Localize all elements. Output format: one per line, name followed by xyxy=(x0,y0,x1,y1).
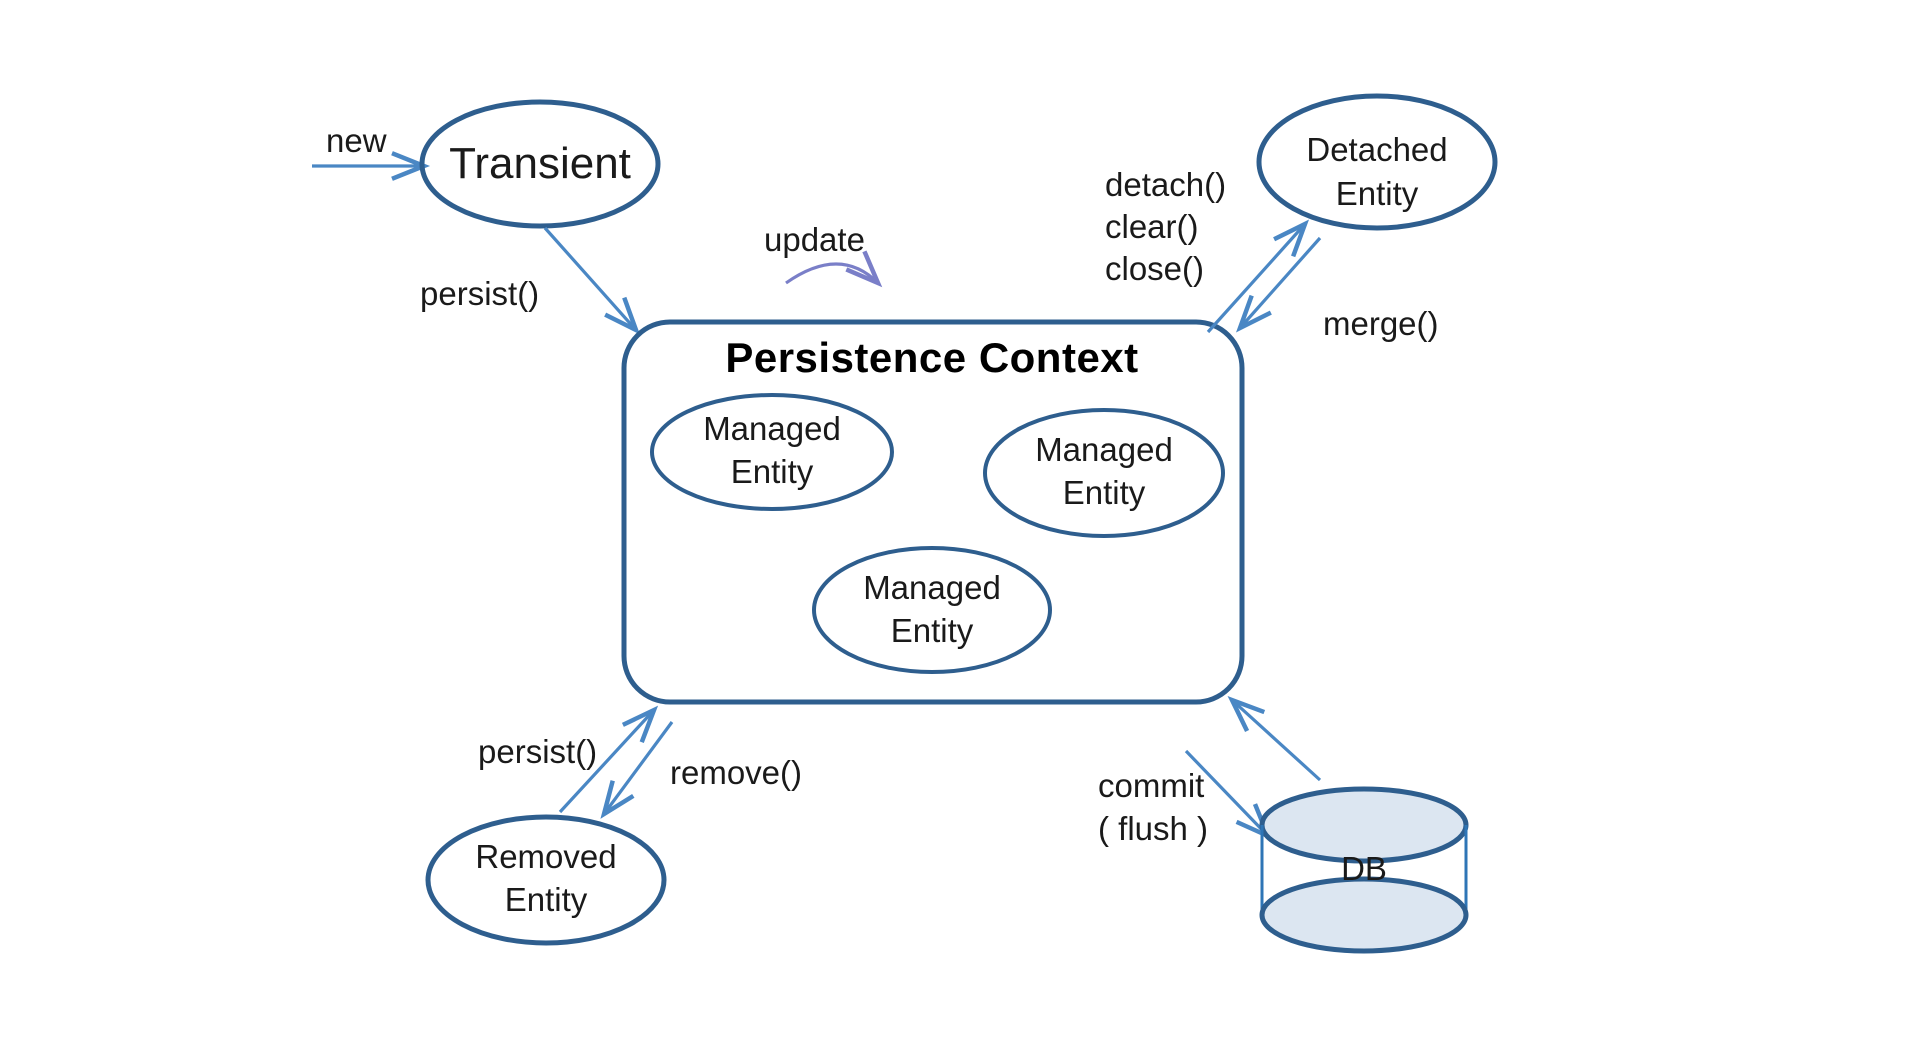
node-persistence-context[interactable] xyxy=(621,319,1245,705)
edge-persist-removed xyxy=(558,705,659,814)
node-label-detached-line1: Detached xyxy=(1306,131,1447,168)
node-label-managed2-line1: Managed xyxy=(1035,431,1173,468)
node-label-removed-line1: Removed xyxy=(475,838,616,875)
node-transient[interactable] xyxy=(419,99,661,229)
node-label-managed3-line1: Managed xyxy=(863,569,1001,606)
node-label-managed3-line2: Entity xyxy=(891,612,974,649)
edge-commit-flush-down xyxy=(1184,749,1273,841)
edge-persist-transient xyxy=(543,226,641,335)
edge-label-persist-transient: persist() xyxy=(420,275,539,312)
edge-label-flush: ( flush ) xyxy=(1098,810,1208,847)
edge-label-remove: remove() xyxy=(670,754,802,791)
edge-db-to-context xyxy=(1227,695,1322,782)
node-label-removed-line2: Entity xyxy=(505,881,588,918)
edge-label-clear: clear() xyxy=(1105,208,1199,245)
edge-label-persist-removed: persist() xyxy=(478,733,597,770)
node-removed-entity[interactable] xyxy=(425,814,667,946)
node-label-transient: Transient xyxy=(449,139,631,188)
node-detached-entity[interactable] xyxy=(1256,93,1498,231)
edge-detach-clear-close xyxy=(1206,219,1310,334)
edge-update xyxy=(785,250,883,288)
edge-merge xyxy=(1235,236,1322,333)
node-managed-entity-2[interactable] xyxy=(983,408,1225,538)
node-label-db: DB xyxy=(1341,850,1387,887)
edge-label-close: close() xyxy=(1105,250,1204,287)
node-label-managed2-line2: Entity xyxy=(1063,474,1146,511)
node-label-detached-line2: Entity xyxy=(1336,175,1419,212)
node-managed-entity-3[interactable] xyxy=(812,546,1052,674)
node-label-managed1-line1: Managed xyxy=(703,410,841,447)
node-db-cylinder[interactable] xyxy=(1259,786,1469,954)
edge-label-commit: commit xyxy=(1098,767,1204,804)
node-managed-entity-1[interactable] xyxy=(650,393,894,511)
edge-remove xyxy=(600,721,674,819)
edge-label-update: update xyxy=(764,221,865,258)
edge-label-new: new xyxy=(326,122,387,159)
node-label-managed1-line2: Entity xyxy=(731,453,814,490)
edge-label-detach: detach() xyxy=(1105,166,1226,203)
node-title-persistence-context: Persistence Context xyxy=(725,334,1138,381)
edge-label-merge: merge() xyxy=(1323,305,1439,342)
